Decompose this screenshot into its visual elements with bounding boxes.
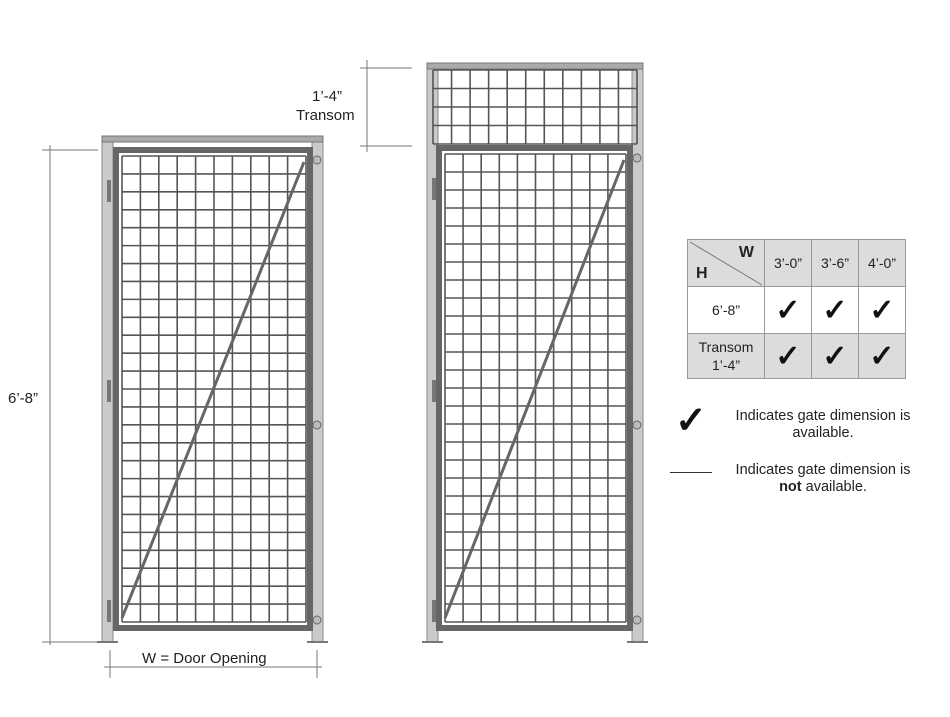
legend-dash-icon [670, 472, 712, 473]
legend-text-bold: not [779, 479, 802, 495]
legend-not-available: Indicates gate dimension is not availabl… [718, 462, 928, 496]
hinge [107, 380, 111, 402]
height-header: H [696, 265, 708, 282]
hinge [432, 380, 436, 402]
standard-gate [97, 135, 328, 643]
latch-knob [312, 615, 322, 625]
row-label-line: Transom [698, 339, 754, 355]
transom-dimension [360, 60, 412, 152]
legend-text: Indicates gate dimension is [735, 462, 911, 478]
check-icon: ✓ [858, 333, 906, 379]
latch-knob [312, 155, 322, 165]
legend-text: available. [792, 425, 854, 441]
corner-cell: W H [687, 239, 765, 287]
height-dimension [42, 145, 98, 645]
right-post [631, 63, 644, 643]
row-label-line: 1’-4” [711, 357, 740, 373]
width-header: W [738, 244, 754, 261]
legend-text: available. [801, 479, 867, 495]
transom-label: Transom [296, 107, 355, 124]
check-icon: ✓ [764, 333, 812, 379]
right-post [311, 136, 324, 643]
availability-table: W H 3’-0” 3’-6” 4’-0” 6’-8” ✓ ✓ ✓ Transo… [687, 239, 906, 379]
check-icon: ✓ [764, 286, 812, 334]
column-header: 3’-0” [764, 239, 812, 287]
latch-knob [632, 420, 642, 430]
gate-frame [436, 145, 633, 631]
diagonal-brace [120, 161, 306, 619]
table-row: 6’-8” ✓ ✓ ✓ [687, 286, 906, 334]
legend-available: Indicates gate dimension is available. [718, 408, 928, 442]
check-icon: ✓ [858, 286, 906, 334]
width-label: W = Door Opening [142, 650, 267, 667]
transom-gate [422, 62, 648, 643]
gate-frame [113, 147, 313, 631]
transom-size-label: 1’-4” [312, 88, 343, 105]
height-label: 6’-8” [8, 390, 39, 407]
column-header: 3’-6” [811, 239, 859, 287]
legend-check-icon: ✓ [675, 400, 707, 442]
row-label: 6’-8” [687, 286, 765, 334]
hinge [432, 178, 436, 200]
column-header: 4’-0” [858, 239, 906, 287]
hinge [107, 600, 111, 622]
table-row: Transom 1’-4” ✓ ✓ ✓ [687, 333, 906, 379]
hinge [432, 600, 436, 622]
header-bar [101, 135, 324, 143]
header-bar [426, 62, 644, 70]
check-icon: ✓ [811, 286, 859, 334]
row-label: Transom 1’-4” [687, 333, 765, 379]
hinge [107, 180, 111, 202]
latch-knob [632, 153, 642, 163]
check-icon: ✓ [811, 333, 859, 379]
legend-text: Indicates gate dimension is [735, 408, 911, 424]
latch-knob [312, 420, 322, 430]
diagonal-brace [443, 159, 626, 619]
latch-knob [632, 615, 642, 625]
width-dimension [104, 650, 322, 678]
